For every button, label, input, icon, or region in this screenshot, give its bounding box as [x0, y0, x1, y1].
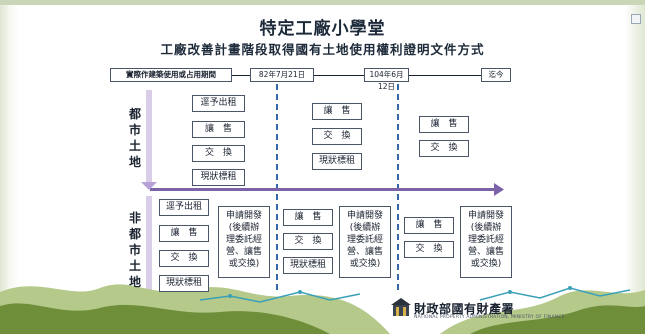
urban-p1-tender: 現狀標租	[192, 169, 245, 186]
nonurban-p2-apply: 申請開發 (後續辦 理委託經 營、讓售 或交換)	[339, 206, 391, 278]
nonurban-p1-sale: 讓 售	[159, 225, 209, 242]
period-separator-1	[276, 84, 278, 290]
nonurban-p1-exchange: 交 換	[159, 250, 209, 267]
nonurban-p3-exchange: 交 換	[404, 241, 454, 258]
urban-p3-exchange: 交 換	[419, 140, 469, 157]
nonurban-p3-apply: 申請開發 (後續辦 理委託經 營、讓售 或交換)	[460, 206, 512, 278]
nonurban-p2-sale: 讓 售	[283, 209, 333, 226]
nonurban-p1-lease: 逕予出租	[159, 199, 209, 216]
timeline-date-2: 104年6月12日	[364, 68, 409, 91]
timeline-line	[314, 75, 364, 76]
org-name-en: NATIONAL PROPERTY ADMINISTRATION, MINIST…	[414, 315, 565, 320]
wave-line-right	[479, 287, 631, 301]
timeline-start-label: 實際作建築使用或占用期間	[110, 68, 232, 82]
window-control-icon[interactable]	[631, 14, 641, 24]
urban-p1-lease: 逕予出租	[192, 95, 245, 112]
section-divider	[150, 188, 494, 191]
urban-p3-sale: 讓 售	[419, 116, 469, 133]
nat-property-logo-icon	[391, 298, 411, 316]
timeline-end-label: 迄今	[481, 68, 511, 82]
page-subtitle: 工廠改善計畫階段取得國有土地使用權利證明文件方式	[160, 42, 485, 57]
urban-p2-sale: 讓 售	[312, 103, 362, 120]
timeline-line	[409, 75, 481, 76]
nonurban-p3-sale: 讓 售	[404, 217, 454, 234]
nonurban-p2-exchange: 交 換	[283, 233, 333, 250]
urban-p1-sale: 讓 售	[192, 121, 245, 138]
nonurban-arrow-bar	[146, 196, 152, 292]
top-bar	[0, 0, 645, 5]
hill-dark	[0, 303, 330, 334]
wave-line	[199, 291, 361, 303]
nonurban-p1-tender: 現狀標租	[159, 275, 209, 292]
nonurban-land-label: 非都市土地	[129, 211, 142, 289]
period-separator-2	[397, 84, 399, 290]
divider-arrow-head	[494, 183, 504, 196]
urban-p2-exchange: 交 換	[312, 128, 362, 145]
urban-arrow-head	[141, 182, 157, 190]
timeline-line	[232, 75, 250, 76]
page-title: 特定工廠小學堂	[259, 19, 386, 39]
nonurban-p1-apply: 申請開發 (後續辦 理委託經 營、讓售 或交換)	[218, 206, 270, 278]
org-name: 財政部國有財產署	[414, 302, 515, 316]
timeline-date-1: 82年7月21日	[250, 68, 314, 82]
urban-p1-exchange: 交 換	[192, 145, 245, 162]
urban-p2-tender: 現狀標租	[312, 153, 362, 170]
nonurban-p2-tender: 現狀標租	[283, 257, 333, 274]
urban-land-label: 都市土地	[129, 107, 142, 169]
urban-arrow-bar	[146, 90, 152, 182]
hill-dark-right	[470, 305, 645, 334]
